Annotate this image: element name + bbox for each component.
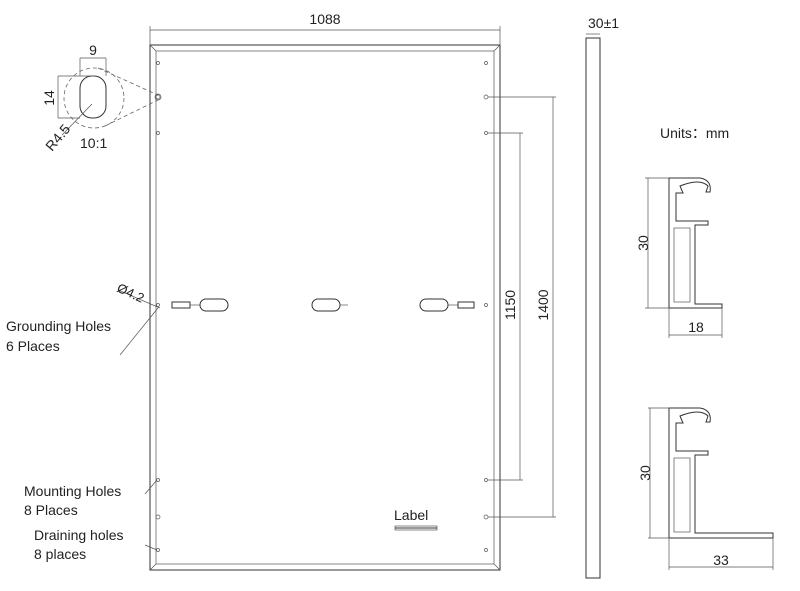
- grounding-leader: [117, 289, 161, 309]
- height-dimension: [488, 96, 556, 518]
- mounting-label: Mounting Holes: [24, 483, 121, 499]
- thickness-value: 30±1: [588, 15, 619, 31]
- side-view: [585, 33, 601, 579]
- mounting-count: 8 Places: [24, 502, 78, 518]
- junction-boxes: [171, 298, 475, 312]
- draining-label: Draining holes: [34, 527, 124, 543]
- grounding-dia-value: Ø4.2: [115, 280, 147, 306]
- panel-front-view: [149, 44, 501, 571]
- hole-radius-value: R4.5: [42, 121, 73, 154]
- height-value: 1400: [535, 289, 551, 320]
- units-label: Units：mm: [660, 125, 729, 141]
- frame-profile-short: [648, 407, 774, 570]
- draining-count: 8 places: [34, 546, 86, 562]
- grounding-count: 6 Places: [6, 338, 60, 354]
- profile-long-width: 18: [688, 319, 704, 335]
- frame-profile-long: [645, 177, 723, 338]
- grounding-label: Grounding Holes: [6, 318, 111, 334]
- profile-long-height: 30: [635, 235, 651, 251]
- profile-short-height: 30: [637, 465, 653, 481]
- profile-short-width: 33: [713, 552, 729, 568]
- hole-width-value: 9: [89, 42, 97, 58]
- detail-scale: 10:1: [80, 135, 107, 151]
- width-value: 1088: [309, 11, 340, 27]
- label-text: Label: [394, 507, 428, 523]
- hole-detail: [57, 57, 162, 136]
- mounting-span-value: 1150: [502, 290, 518, 320]
- width-dimension: [149, 26, 501, 45]
- hole-height-value: 14: [41, 90, 57, 106]
- frame-holes: [155, 61, 489, 552]
